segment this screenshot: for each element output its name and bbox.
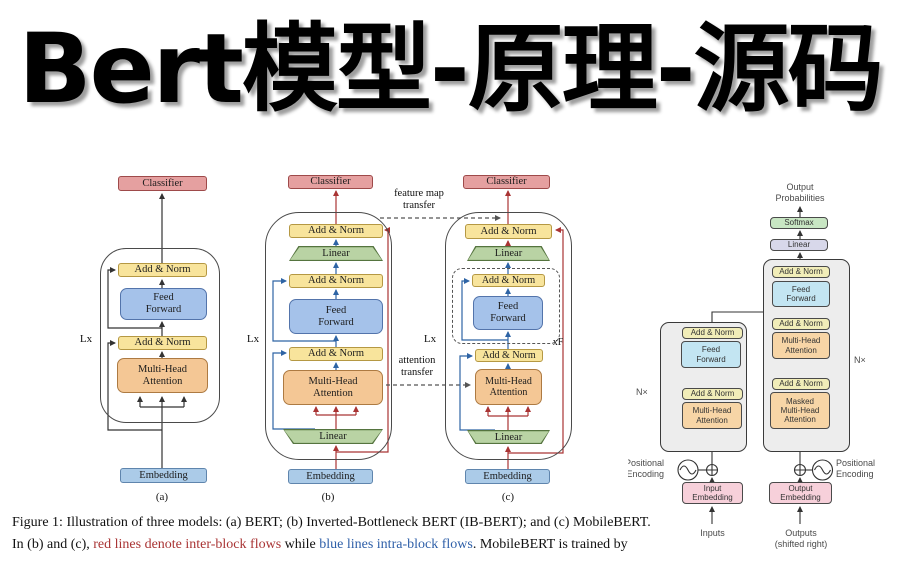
positional-encoding-left-label: Positional Encoding: [628, 458, 664, 479]
subfigure-label-a: (a): [155, 491, 169, 503]
add-norm-box-a2: Add & Norm: [118, 336, 207, 350]
subfigure-label-b: (b): [321, 491, 335, 503]
feature-map-transfer-label: feature map transfer: [394, 188, 444, 212]
linear-label: Linear: [322, 248, 350, 259]
add-norm-box-b1: Add & Norm: [289, 224, 383, 238]
output-embedding-box: Output Embedding: [769, 482, 832, 504]
caption-line-1: Figure 1: Illustration of three models: …: [12, 515, 651, 530]
linear-trapezoid-b-top: Linear: [289, 246, 383, 261]
add-norm-box-b2: Add & Norm: [289, 274, 383, 288]
add-norm-box-c2: Add & Norm: [472, 274, 545, 287]
outputs-label: Outputs (shifted right): [774, 528, 828, 549]
ibbert-encoder-container: [265, 212, 392, 460]
caption-blue-text: blue lines intra-block flows: [319, 537, 473, 553]
linear-label: Linear: [494, 248, 523, 259]
page-title: Bert模型-原理-源码: [18, 13, 883, 125]
add-norm-box-a1: Add & Norm: [118, 263, 207, 277]
embedding-box-c: Embedding: [465, 469, 550, 484]
transformer-architecture-figure: Output Probabilities Softmax Linear Add …: [628, 172, 900, 564]
decoder-multi-head-attention-box: Multi-Head Attention: [772, 332, 830, 359]
masked-multi-head-attention-box: Masked Multi-Head Attention: [770, 392, 830, 429]
encoder-add-norm-2: Add & Norm: [682, 388, 743, 400]
encoder-add-norm-1: Add & Norm: [682, 327, 743, 339]
linear-label: Linear: [494, 431, 523, 443]
encoder-feed-forward-box: Feed Forward: [681, 341, 741, 368]
feed-forward-box-b: Feed Forward: [289, 299, 383, 334]
subfigure-label-c: (c): [501, 491, 515, 503]
add-norm-box-c3: Add & Norm: [475, 349, 543, 362]
embedding-box-a: Embedding: [120, 468, 207, 483]
add-norm-box-b3: Add & Norm: [289, 347, 383, 361]
caption-line-2: In (b) and (c), red lines denote inter-b…: [12, 534, 672, 556]
caption-text: In (b) and (c),: [12, 537, 94, 553]
linear-box: Linear: [770, 239, 828, 251]
feed-forward-box-a: Feed Forward: [120, 288, 207, 320]
layers-label-b: Lx: [246, 333, 260, 345]
linear-trapezoid-c-bottom: Linear: [467, 430, 550, 444]
encoder-multi-head-attention-box: Multi-Head Attention: [682, 402, 742, 429]
layers-label-c: Lx: [423, 333, 437, 345]
inputs-label: Inputs: [700, 528, 725, 538]
caption-text: . MobileBERT is trained by: [472, 537, 628, 553]
xf-label: xF: [552, 337, 564, 348]
decoder-add-norm-1: Add & Norm: [772, 266, 830, 278]
classifier-box-b: Classifier: [288, 175, 373, 189]
classifier-box-a: Classifier: [118, 176, 207, 191]
output-probabilities-label: Output Probabilities: [775, 182, 825, 203]
caption-text: while: [281, 537, 320, 553]
layers-label-a: Lx: [79, 333, 93, 345]
linear-trapezoid-c-top: Linear: [467, 246, 550, 261]
caption-red-text: red lines denote inter-block flows: [93, 537, 282, 553]
embedding-box-b: Embedding: [288, 469, 373, 484]
multi-head-attention-box-c: Multi-Head Attention: [475, 369, 542, 405]
linear-trapezoid-b-bottom: Linear: [283, 429, 383, 444]
multi-head-attention-box-a: Multi-Head Attention: [117, 358, 208, 393]
attention-transfer-label: attention transfer: [398, 355, 436, 379]
decoder-add-norm-2: Add & Norm: [772, 318, 830, 330]
softmax-box: Softmax: [770, 217, 828, 229]
positional-encoding-right-label: Positional Encoding: [836, 458, 876, 479]
add-norm-box-c1: Add & Norm: [465, 224, 552, 239]
encoder-nx-label: N×: [636, 387, 648, 397]
input-embedding-box: Input Embedding: [682, 482, 743, 504]
decoder-nx-label: N×: [854, 355, 866, 365]
classifier-box-c: Classifier: [463, 175, 550, 189]
decoder-add-norm-3: Add & Norm: [772, 378, 830, 390]
multi-head-attention-box-b: Multi-Head Attention: [283, 370, 383, 405]
decoder-feed-forward-box: Feed Forward: [772, 281, 830, 307]
feed-forward-box-c: Feed Forward: [473, 296, 543, 330]
mobilebert-encoder-container: [445, 212, 572, 460]
stacked-ffn-dashed-box: [452, 268, 560, 344]
linear-label: Linear: [319, 431, 347, 442]
bert-encoder-container: [100, 248, 220, 423]
figure-caption: Figure 1: Illustration of three models: …: [12, 512, 672, 557]
